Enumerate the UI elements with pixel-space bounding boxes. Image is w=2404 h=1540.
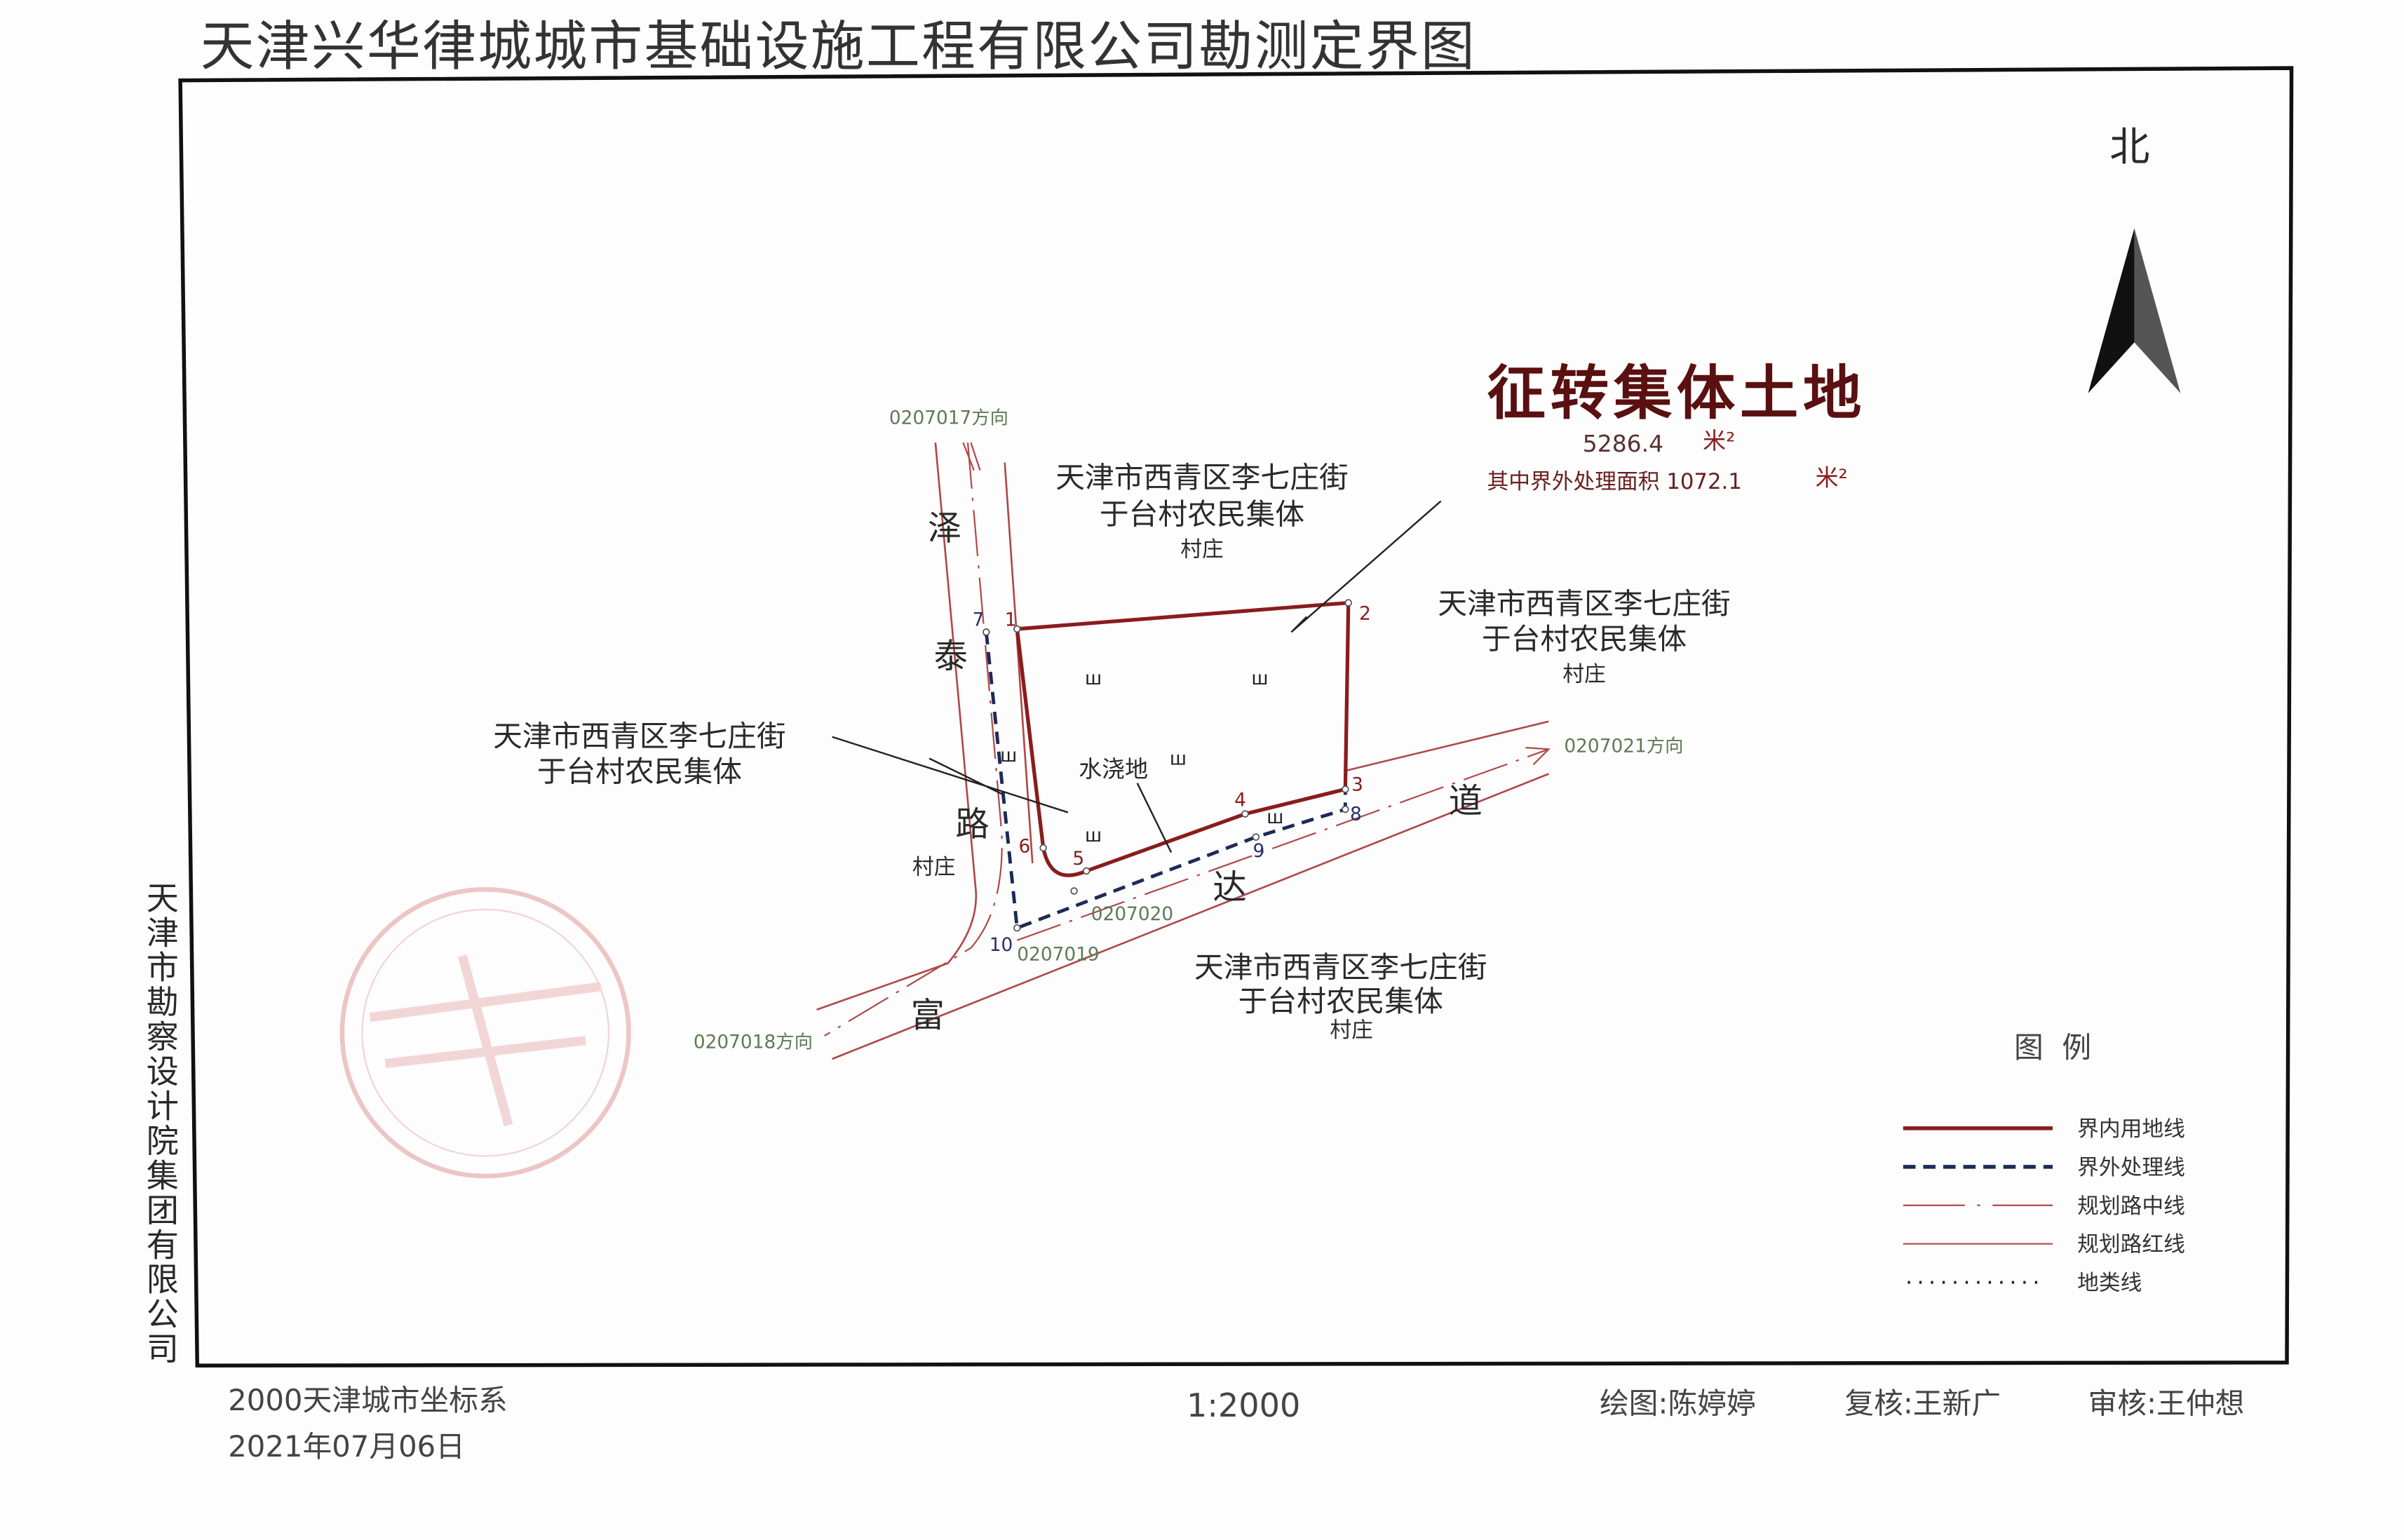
- owner-west-line2: 于台村农民集体: [537, 754, 742, 788]
- side-org-char: 天: [147, 879, 179, 917]
- owner-east-line3: 村庄: [1562, 662, 1606, 687]
- ref-0207017: 0207017方向: [889, 408, 1008, 429]
- point-label-6: 6: [1019, 837, 1031, 858]
- point-label-4: 4: [1234, 790, 1246, 811]
- owner-north-line3: 村庄: [1180, 537, 1224, 562]
- legend-label: 规划路中线: [2077, 1194, 2185, 1219]
- svg-text:ш: ш: [1267, 807, 1283, 828]
- ref-0207019: 0207019: [1017, 944, 1099, 965]
- point-label-7: 7: [973, 610, 985, 631]
- parcel-area-unit: 米²: [1703, 427, 1735, 454]
- road-zetai-char-1: 泽: [928, 508, 961, 548]
- legend-label: 界外处理线: [2077, 1155, 2185, 1180]
- svg-text:ш: ш: [1251, 668, 1268, 689]
- road-fuda-char-2: 达: [1213, 867, 1246, 907]
- side-org-char: 限: [147, 1261, 179, 1299]
- ref-0207020: 0207020: [1091, 904, 1173, 925]
- side-org-char: 津: [147, 914, 179, 952]
- svg-text:ш: ш: [1085, 668, 1102, 689]
- north-label: 北: [2109, 124, 2149, 170]
- outer-boundary-line: [984, 632, 1347, 931]
- side-org-char: 计: [147, 1088, 179, 1126]
- svg-text:ш: ш: [1170, 748, 1187, 769]
- road-zetai-char-3: 路: [955, 804, 989, 844]
- map-frame: [178, 66, 2294, 1368]
- owner-west-line3: 村庄: [912, 854, 956, 879]
- parcel-area-value: 5286.4: [1583, 430, 1663, 457]
- side-org-char: 有: [147, 1226, 179, 1264]
- owner-north-line2: 于台村农民集体: [1100, 497, 1304, 532]
- side-org-char: 集: [147, 1156, 179, 1194]
- point-label-3: 3: [1351, 775, 1363, 796]
- owner-south-line1: 天津市西青区李七庄街: [1194, 950, 1487, 985]
- dryland-symbols: ш ш ш ш ш ш: [1000, 668, 1283, 846]
- parcel-heading: 征转集体土地: [1487, 358, 1867, 427]
- side-org-char: 设: [147, 1053, 179, 1090]
- outside-area-text: 其中界外处理面积 1072.1: [1487, 469, 1742, 494]
- owner-east-line2: 于台村农民集体: [1482, 622, 1687, 656]
- owner-north-line1: 天津市西青区李七庄街: [1055, 460, 1349, 494]
- company-seal: [339, 887, 631, 1179]
- approved-by: 审核:王仲想: [2088, 1386, 2245, 1420]
- legend-title: 图 例: [2014, 1030, 2091, 1065]
- svg-text:ш: ш: [1085, 825, 1102, 846]
- survey-date: 2021年07月06日: [228, 1429, 465, 1464]
- point-label-8: 8: [1350, 804, 1362, 825]
- legend: 图 例 界内用地线 界外处理线 规划路中线 规划路红线 地类线: [1903, 1030, 2185, 1296]
- road-fuda-char-1: 富: [911, 996, 945, 1035]
- owner-south-line3: 村庄: [1330, 1018, 1373, 1043]
- inner-boundary-line: [1015, 600, 1351, 877]
- point-label-2: 2: [1359, 604, 1371, 625]
- legend-label: 地类线: [2077, 1271, 2142, 1296]
- side-org-char: 司: [147, 1330, 179, 1368]
- owner-east-line1: 天津市西青区李七庄街: [1438, 586, 1731, 621]
- side-org-char: 团: [147, 1191, 179, 1229]
- coord-system: 2000天津城市坐标系: [228, 1383, 508, 1417]
- point-label-1: 1: [1005, 610, 1017, 631]
- checked-by: 复核:王新广: [1844, 1386, 2001, 1420]
- leader-lines: [832, 500, 1442, 853]
- owner-south-line2: 于台村农民集体: [1238, 984, 1443, 1018]
- land-type-label: 水浇地: [1079, 755, 1148, 783]
- side-org-char: 勘: [147, 983, 179, 1021]
- map-scale: 1:2000: [1187, 1386, 1300, 1424]
- north-arrow-icon: [2088, 228, 2181, 393]
- map-title: 天津兴华律城城市基础设施工程有限公司勘测定界图: [201, 16, 1476, 79]
- ref-0207018: 0207018方向: [694, 1032, 813, 1053]
- road-zetai-char-2: 泰: [934, 637, 968, 676]
- outside-area-unit: 米²: [1816, 464, 1848, 492]
- point-label-10: 10: [990, 935, 1013, 956]
- side-org-char: 院: [147, 1122, 179, 1160]
- ref-0207021: 0207021方向: [1564, 736, 1683, 757]
- side-org-char: 公: [147, 1295, 179, 1333]
- side-org-char: 市: [147, 949, 179, 987]
- boundary-points: [982, 599, 1353, 932]
- road-zetai: [816, 442, 1034, 1036]
- svg-text:ш: ш: [1000, 745, 1017, 766]
- drawn-by: 绘图:陈婷婷: [1600, 1386, 1756, 1420]
- point-label-9: 9: [1253, 841, 1265, 862]
- road-fuda-char-3: 道: [1449, 781, 1483, 820]
- point-label-5: 5: [1072, 849, 1084, 870]
- legend-label: 规划路红线: [2077, 1232, 2185, 1257]
- side-org-char: 察: [147, 1018, 179, 1056]
- road-fuda: [832, 720, 1551, 1060]
- legend-label: 界内用地线: [2077, 1116, 2185, 1142]
- owner-west-line1: 天津市西青区李七庄街: [493, 719, 786, 753]
